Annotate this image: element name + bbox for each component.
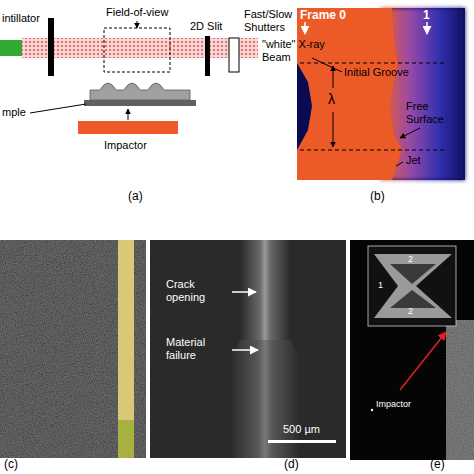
dashed-line	[300, 150, 445, 151]
panel-e-image	[350, 240, 474, 460]
shutter	[229, 38, 239, 72]
yellow-strip	[118, 420, 134, 458]
inset-shape	[390, 290, 436, 308]
crack-band	[240, 240, 290, 340]
leader-line	[30, 104, 86, 113]
callout-text: Material failure	[166, 336, 228, 361]
inset-shape	[374, 254, 452, 318]
part-label: Jet	[406, 154, 421, 167]
sample	[90, 83, 190, 100]
sample-edge	[446, 320, 474, 460]
panel-d-image	[150, 240, 346, 458]
callout-number: 1	[378, 280, 383, 290]
callout-number: 2	[408, 306, 413, 316]
wavelength-arrow	[333, 66, 334, 88]
leader-arrow	[137, 21, 138, 28]
impactor-dot	[371, 409, 373, 411]
part-label: Impactor	[104, 139, 147, 152]
part-label: Field-of-view	[106, 6, 168, 19]
part-label: 2D Slit	[190, 20, 222, 33]
yellow-strip	[118, 240, 134, 458]
image-ground	[150, 240, 346, 458]
leader-line	[312, 58, 342, 72]
leader-arrow	[400, 128, 420, 138]
slit	[205, 36, 210, 76]
panel-c-image	[0, 240, 146, 458]
panel-a-schematic	[0, 18, 258, 134]
panel-b-image	[297, 8, 465, 180]
part-label: Impactor	[376, 399, 411, 409]
frame-arrow	[304, 22, 306, 34]
callout-number: 2	[408, 254, 413, 264]
part-label: Fast/Slow Shutters	[244, 8, 306, 33]
incoming-beam	[0, 40, 22, 56]
image-ground	[0, 240, 146, 458]
panel-letter: (a)	[128, 190, 143, 204]
scale-bar	[268, 440, 336, 443]
inset-frame	[368, 246, 456, 326]
panel-letter: (c)	[4, 458, 18, 472]
field-of-view-box	[104, 28, 170, 72]
inset-shape	[390, 264, 436, 284]
sample-holder	[84, 100, 196, 106]
image-ground	[297, 8, 465, 180]
frame-label: 1	[423, 9, 430, 23]
frame-label: Frame 0	[300, 9, 346, 23]
xray-beam	[22, 38, 258, 58]
scale-label: 500 µm	[283, 423, 320, 436]
frame-arrow	[426, 22, 428, 34]
part-label: intillator	[2, 12, 40, 25]
callout-text: Crack opening	[166, 278, 228, 303]
panel-letter: (b)	[370, 190, 385, 204]
scintillator	[48, 18, 54, 76]
wavelength-symbol: λ	[328, 91, 335, 107]
leader-line	[396, 162, 403, 166]
part-label: Initial Groove	[344, 66, 409, 79]
panel-letter: (e)	[430, 458, 445, 472]
leader-arrow	[232, 291, 256, 293]
wavelength-arrow	[333, 112, 334, 147]
pointer-arrow	[400, 332, 446, 390]
part-label: "white" X-ray Beam	[262, 38, 332, 63]
part-label: Free Surface	[406, 100, 456, 125]
impact-arrow	[128, 109, 129, 120]
sample-image	[297, 8, 402, 180]
panel-letter: (d)	[284, 458, 299, 472]
image-ground	[350, 240, 474, 460]
impactor-block	[78, 121, 178, 134]
part-label: mple	[2, 106, 26, 119]
leader-arrow	[232, 349, 258, 351]
